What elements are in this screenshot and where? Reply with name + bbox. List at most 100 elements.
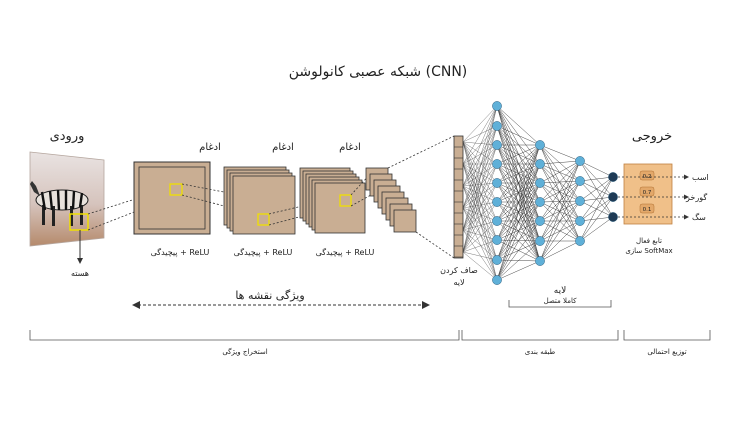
connection-line bbox=[462, 185, 498, 222]
kernel-label: هسته bbox=[71, 269, 89, 278]
feature-map-1 bbox=[133, 161, 211, 235]
connection-line bbox=[496, 144, 541, 165]
connection-line bbox=[462, 163, 498, 184]
connection-line bbox=[462, 185, 498, 241]
output-arrowhead bbox=[684, 194, 689, 200]
feature-maps-arrow bbox=[132, 301, 430, 309]
connection-line bbox=[462, 105, 498, 231]
connection-line bbox=[462, 229, 498, 241]
connection-line bbox=[462, 141, 498, 184]
connection-line bbox=[462, 125, 498, 165]
connection-line bbox=[462, 141, 498, 203]
connection-line bbox=[496, 260, 541, 281]
network-node-layer-2 bbox=[535, 197, 545, 207]
connection-line bbox=[462, 220, 498, 231]
connection-line bbox=[462, 185, 498, 203]
connection-line bbox=[539, 160, 581, 203]
connection-line bbox=[496, 125, 541, 146]
relu-label-3: پیچیدگی + ReLU bbox=[316, 247, 375, 257]
network-node-layer-1 bbox=[492, 101, 502, 111]
connection-line bbox=[462, 141, 498, 241]
connection-line bbox=[539, 182, 581, 242]
connection-line bbox=[462, 163, 498, 261]
network-node-layer-3 bbox=[575, 216, 585, 226]
diagram-title: شبکه عصبی کانولوشن (CNN) bbox=[289, 64, 468, 80]
connection-line bbox=[462, 207, 498, 281]
output-class-1: اسب bbox=[692, 173, 709, 182]
feature-map-4-stack bbox=[365, 167, 417, 233]
output-arrowhead bbox=[684, 174, 689, 180]
connection-line bbox=[579, 216, 614, 242]
fc-label-1: لایه bbox=[554, 286, 566, 296]
network-node-layer-1 bbox=[492, 275, 502, 285]
connection-line bbox=[539, 144, 581, 162]
connection-line bbox=[462, 125, 498, 143]
network-node-layer-1 bbox=[492, 159, 502, 169]
connection-line bbox=[579, 176, 614, 222]
connection-line bbox=[496, 144, 541, 222]
prob-badge-3 bbox=[639, 203, 655, 214]
connection-line bbox=[539, 180, 581, 262]
connection-line bbox=[462, 141, 498, 146]
network-connections bbox=[462, 105, 614, 281]
network-node-layer-1 bbox=[492, 235, 502, 245]
connection-line bbox=[579, 176, 614, 182]
connection-line bbox=[539, 160, 581, 184]
connection-line bbox=[539, 144, 581, 202]
output-class-2: گورخر bbox=[685, 192, 707, 202]
connection-line bbox=[579, 160, 614, 178]
connection-line bbox=[462, 163, 498, 231]
connection-line bbox=[496, 220, 541, 261]
connection-line bbox=[496, 105, 541, 203]
pool-label-3: ادغام bbox=[339, 142, 361, 153]
prob-value-2: 0.7 bbox=[643, 190, 652, 196]
network-node-layer-3 bbox=[575, 236, 585, 246]
connection-line bbox=[462, 105, 498, 165]
connection-line bbox=[462, 141, 498, 281]
connection-line bbox=[462, 239, 498, 253]
flatten-layer bbox=[453, 135, 464, 259]
connection-line bbox=[539, 144, 581, 182]
connection-line bbox=[462, 144, 498, 253]
highlight-square-3 bbox=[339, 194, 352, 207]
softmax-box: 0.2 0.7 0.1 bbox=[623, 163, 673, 225]
connection-line bbox=[462, 220, 498, 253]
connection-line bbox=[462, 251, 498, 261]
connection-line bbox=[462, 207, 498, 222]
prob-badge-2 bbox=[639, 186, 655, 197]
connection-line bbox=[496, 220, 541, 241]
relu-label-2: پیچیدگی + ReLU bbox=[234, 247, 293, 257]
connection-line bbox=[496, 144, 541, 261]
network-node-layer-2 bbox=[535, 256, 545, 266]
section-feature-extraction: استخراج ویژگی bbox=[222, 347, 267, 356]
connection-line bbox=[539, 163, 581, 222]
connection-line bbox=[462, 141, 498, 165]
connection-line bbox=[496, 144, 541, 281]
connection-line bbox=[462, 163, 498, 209]
connection-line bbox=[462, 144, 498, 187]
connection-line bbox=[462, 185, 498, 281]
connection-line bbox=[539, 180, 581, 203]
network-node-layer-4 bbox=[608, 172, 618, 182]
fc-bracket bbox=[508, 300, 612, 308]
connection-line bbox=[462, 141, 498, 222]
network-nodes bbox=[492, 101, 618, 285]
network-node-layer-1 bbox=[492, 178, 502, 188]
connection-line bbox=[496, 105, 541, 146]
kernel-highlight bbox=[69, 213, 89, 231]
network-node-layer-2 bbox=[535, 236, 545, 246]
connection-line bbox=[462, 105, 498, 253]
network-node-layer-3 bbox=[575, 156, 585, 166]
network-node-layer-3 bbox=[575, 176, 585, 186]
output-arrows bbox=[618, 174, 689, 220]
prob-value-3: 0.1 bbox=[643, 207, 652, 213]
connection-line bbox=[539, 200, 581, 262]
relu-label-1: پیچیدگی + ReLU bbox=[151, 247, 210, 257]
input-image bbox=[29, 151, 105, 247]
flatten-label-1: صاف کردن bbox=[440, 266, 478, 275]
bracket-probabilistic bbox=[623, 330, 711, 341]
connection-line bbox=[496, 163, 541, 281]
softmax-label-2: سازی SoftMax bbox=[625, 247, 672, 255]
connection-line bbox=[462, 125, 498, 209]
connection-line bbox=[462, 163, 498, 187]
